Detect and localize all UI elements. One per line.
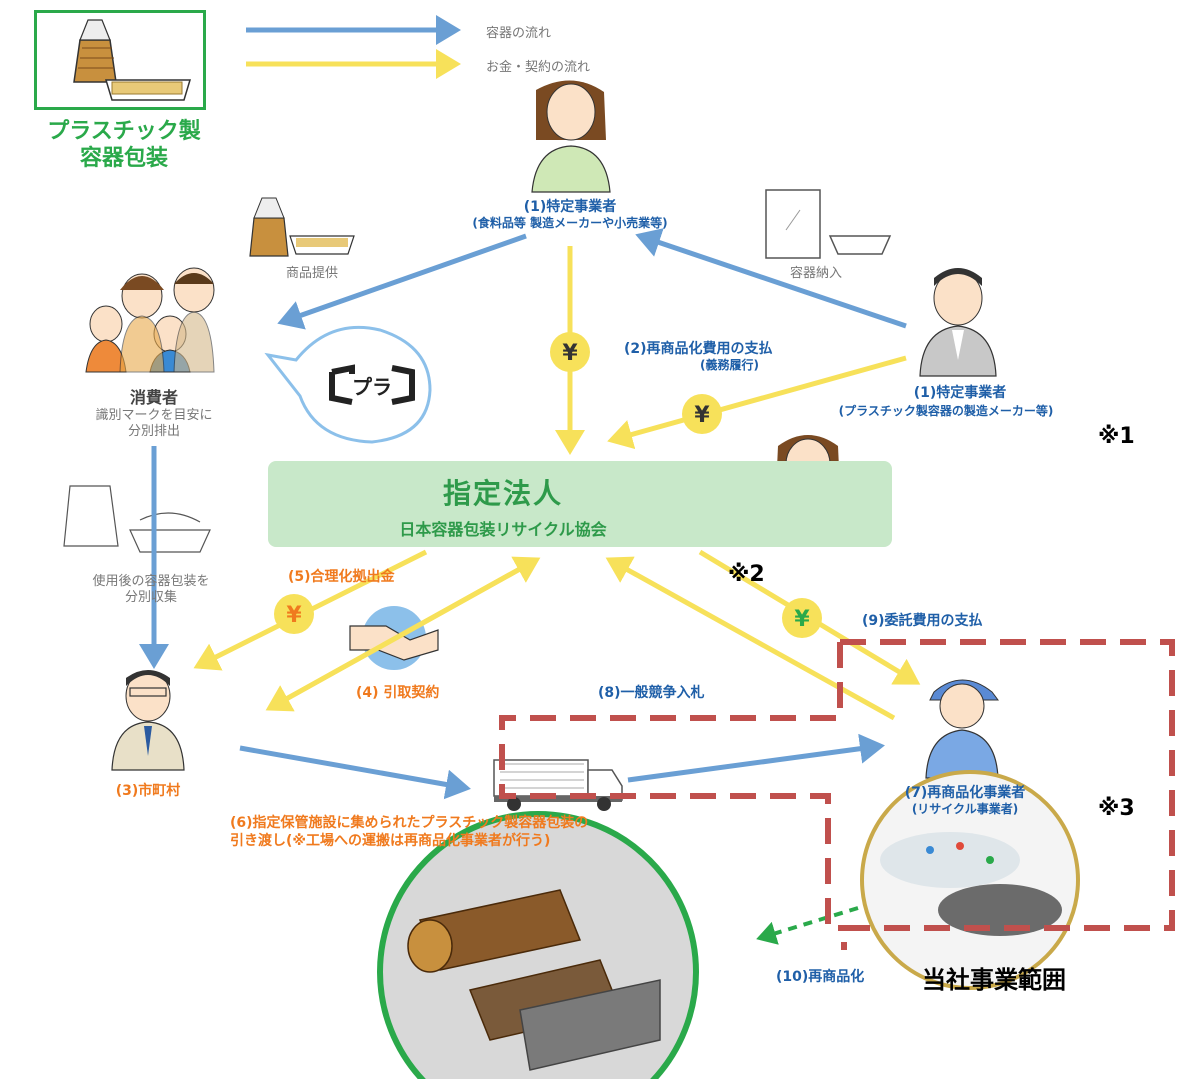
payment2-label: (2)再商品化費用の支払 <box>624 341 773 357</box>
container-delivery-label: 容器納入 <box>790 266 843 281</box>
business-top-label: (1)特定事業者 <box>523 199 617 215</box>
arrow-truck-to-recycler <box>627 733 885 783</box>
yen-symbol: ¥ <box>794 607 810 632</box>
bid8-label: (8)一般競争入札 <box>598 685 705 701</box>
separate-collection-label2: 分別収集 <box>124 590 177 605</box>
municipality-person-icon <box>111 670 185 771</box>
yen-coin-payment2: ¥ <box>550 332 590 372</box>
municipality-label: (3)市町村 <box>115 783 181 799</box>
yen-coin-contribution5: ¥ <box>274 594 314 634</box>
business-person-right-icon <box>919 268 997 377</box>
arrow-contract4 <box>265 556 541 712</box>
handover6-label2: 引き渡し(※工場への運搬は再商品化事業者が行う) <box>230 833 551 849</box>
recycled-pellets-icon <box>860 770 1080 990</box>
payment9-label: (9)委託費用の支払 <box>862 613 983 629</box>
recycler-sub: (リサイクル事業者) <box>911 802 1019 816</box>
svg-text:プラ: プラ <box>352 375 392 399</box>
recycler-person-icon <box>925 679 999 779</box>
legend-package-box <box>34 10 206 110</box>
identification-mark-bubble <box>264 325 432 444</box>
designated-org-title: 指定法人 <box>442 477 563 510</box>
yen-symbol: ¥ <box>694 403 710 428</box>
arrow-payment-right <box>607 355 907 450</box>
consumer-sub1: 識別マークを目安に <box>95 408 213 423</box>
arrow-municipality-to-truck <box>239 745 471 800</box>
yen-symbol: ¥ <box>286 603 302 628</box>
recycled-product-icon <box>377 811 699 1079</box>
arrow-recycled-product <box>756 906 859 945</box>
contribution5-label: (5)合理化拠出金 <box>288 569 395 585</box>
consumer-label: 消費者 <box>129 388 178 407</box>
plastic-package-icon <box>73 19 192 101</box>
business-scope-outline <box>499 639 1175 950</box>
business-top-sub: (食料品等 製造メーカーや小売業等) <box>472 216 668 230</box>
product-supply-label: 商品提供 <box>286 266 339 281</box>
legend-container-label: 容器の流れ <box>486 26 552 41</box>
designated-org-box <box>268 461 892 547</box>
yen-symbol: ¥ <box>562 341 578 366</box>
yen-coin-payment-right: ¥ <box>682 394 722 434</box>
separate-collection-label1: 使用後の容器包装を <box>92 574 210 589</box>
note-1: ※1 <box>1098 424 1135 449</box>
product10-label: (10)再商品化 <box>776 969 865 985</box>
product-supply-icon <box>249 197 355 257</box>
pla-mark-icon: プラ <box>329 364 415 405</box>
note-3: ※3 <box>1098 796 1135 821</box>
truck-icon <box>493 759 623 811</box>
arrow-bid8 <box>605 556 896 721</box>
business-right-label: (1)特定事業者 <box>913 385 1007 401</box>
yen-coin-payment9: ¥ <box>782 598 822 638</box>
business-person-top-icon <box>531 80 611 193</box>
consumer-sub2: 分別排出 <box>127 424 180 439</box>
payment2-sub: (義務履行) <box>700 358 759 372</box>
arrow-container-delivery <box>635 228 907 329</box>
consumer-family-icon <box>85 267 215 373</box>
arrow-business-to-consumer <box>277 233 527 330</box>
handover6-label1: (6)指定保管施設に集められたプラスチック製容器包装の <box>230 815 589 831</box>
used-container-icon <box>63 485 211 553</box>
designated-org-subtitle: 日本容器包装リサイクル協会 <box>399 520 607 539</box>
contract4-label: (4) 引取契約 <box>356 685 440 701</box>
legend-money-label: お金・契約の流れ <box>486 60 591 75</box>
note-2: ※2 <box>728 562 765 587</box>
package-title: プラスチック製 容器包装 <box>47 119 201 171</box>
container-delivery-icon <box>765 189 892 259</box>
business-right-sub: (プラスチック製容器の製造メーカー等) <box>838 404 1054 418</box>
business-scope-label: 当社事業範囲 <box>922 966 1066 994</box>
recycler-label: (7)再商品化事業者 <box>904 785 1026 801</box>
